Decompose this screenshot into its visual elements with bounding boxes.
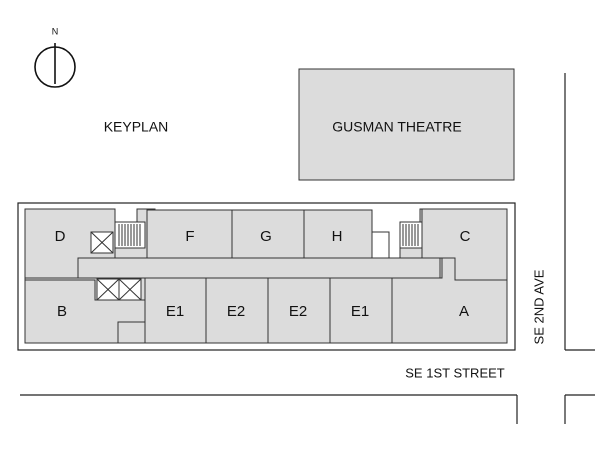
unit-g-label: G <box>260 228 272 245</box>
north-label: N <box>52 26 59 36</box>
shaft-icon <box>90 231 114 254</box>
unit-f <box>146 209 233 260</box>
unit-b-label: B <box>57 303 67 320</box>
corridor <box>77 257 441 279</box>
north-compass-icon: N <box>34 26 76 88</box>
gusman-theatre-label: GUSMAN THEATRE <box>332 119 461 135</box>
street-lines <box>20 73 595 424</box>
unit-a-label: A <box>459 303 469 320</box>
shaft-icon <box>96 278 142 301</box>
unit-a <box>391 257 508 344</box>
stair-icon <box>114 221 146 249</box>
unit-e1-left <box>144 277 207 344</box>
street-label-east: SE 2ND AVE <box>531 269 546 344</box>
keyplan-title: KEYPLAN <box>104 119 169 135</box>
unit-e2-right <box>267 277 331 344</box>
unit-c-label: C <box>460 228 471 245</box>
unit-g <box>231 209 305 260</box>
stair-icon <box>399 221 423 249</box>
unit-e2-right-label: E2 <box>289 303 307 320</box>
unit-e1-left-label: E1 <box>166 303 184 320</box>
unit-e2-left-label: E2 <box>227 303 245 320</box>
street-label-south: SE 1ST STREET <box>405 365 505 380</box>
unit-h-label: H <box>332 228 343 245</box>
unit-d-label: D <box>55 228 66 245</box>
gusman-theatre-block <box>298 68 515 181</box>
unit-f-label: F <box>185 228 194 245</box>
unit-e1-right-label: E1 <box>351 303 369 320</box>
lightwell <box>371 231 390 260</box>
